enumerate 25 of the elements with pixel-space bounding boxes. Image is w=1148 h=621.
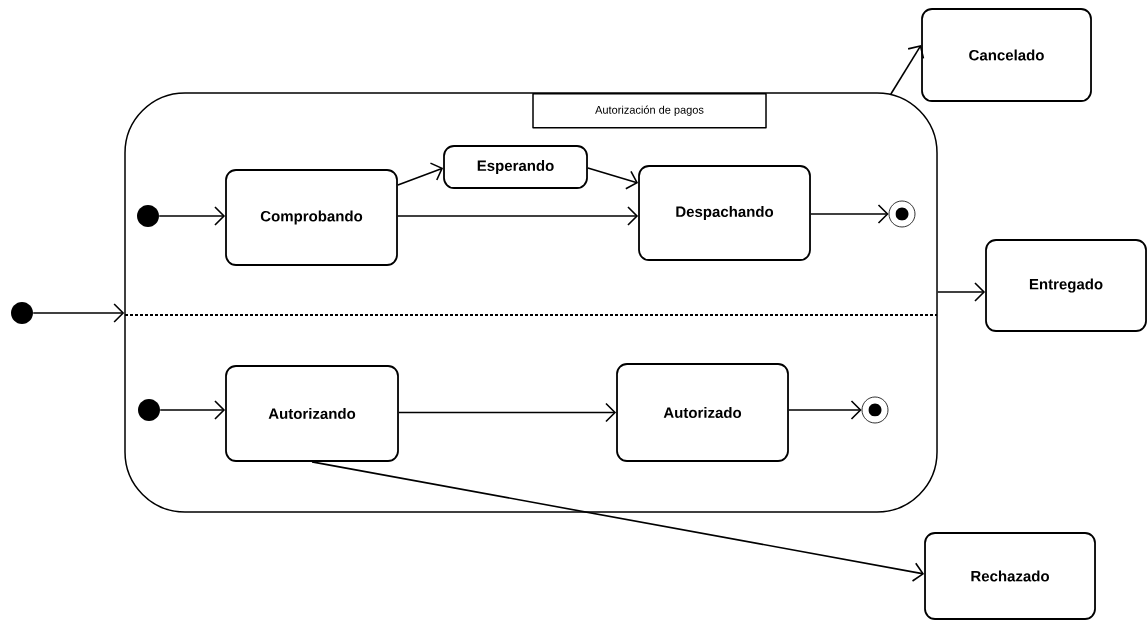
initial-state	[137, 205, 159, 227]
arrow	[788, 400, 862, 420]
initial-state	[11, 302, 33, 324]
state-box: Autorizando	[225, 365, 399, 462]
initial-state	[138, 399, 160, 421]
arrow	[397, 162, 444, 186]
state-box: Cancelado	[921, 8, 1092, 102]
state-box: Comprobando	[225, 169, 398, 266]
state-box: Esperando	[443, 145, 588, 189]
arrow	[587, 167, 639, 190]
state-box: Despachando	[638, 165, 811, 261]
arrow	[936, 282, 986, 302]
arrow	[158, 206, 226, 226]
arrow	[159, 400, 226, 420]
arrow	[32, 303, 125, 323]
state-box: Autorizado	[616, 363, 789, 462]
arrow	[397, 206, 639, 226]
state-box: Rechazado	[924, 532, 1096, 620]
arrow	[810, 204, 889, 224]
state-box: Entregado	[985, 239, 1147, 332]
final-state	[861, 396, 889, 424]
arrow	[889, 45, 925, 96]
arrow	[398, 402, 617, 423]
final-state	[888, 200, 916, 228]
arrow	[311, 461, 925, 582]
